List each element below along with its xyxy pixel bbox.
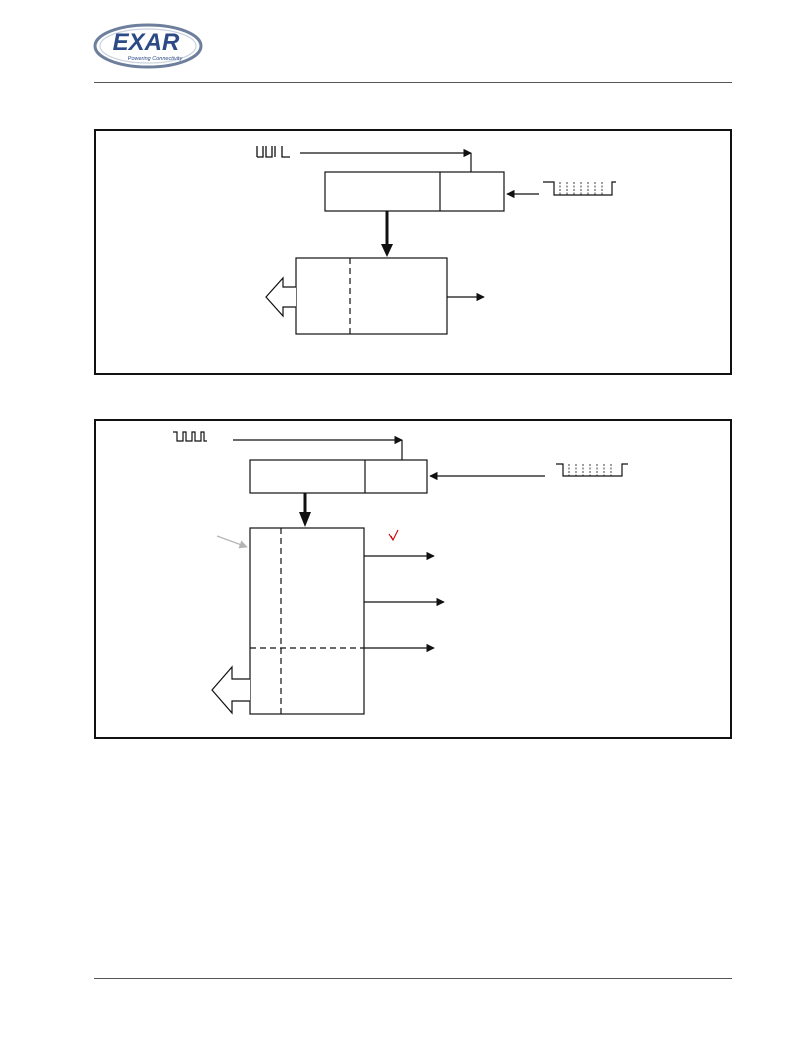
parallel-transfer-arrow [299, 512, 311, 527]
data-bus-out-arrow-icon [211, 665, 250, 715]
shift-register-block [324, 171, 505, 212]
parallel-transfer-arrow [381, 244, 393, 257]
block-diagram-2 [94, 419, 732, 739]
serial-data-bits [568, 464, 612, 476]
figure-1-frame [94, 129, 732, 375]
serial-data-bits [559, 182, 603, 195]
header-rule [94, 82, 732, 83]
logo-ring [93, 23, 203, 69]
logo-tagline: Powering Connectivity [128, 56, 184, 62]
clock-waveform-icon [173, 431, 207, 442]
pointer-annotation-arrow [216, 535, 248, 549]
footer-rule [94, 978, 732, 979]
holding-register-block [295, 257, 448, 335]
logo-inner-ring [99, 28, 197, 64]
logo-wordmark: EXAR [113, 29, 180, 56]
serial-data-waveform-icon [556, 463, 628, 477]
clock-waveform-icon [256, 146, 290, 158]
red-check-annotation-icon [388, 529, 399, 542]
fifo-block [249, 527, 365, 715]
data-bus-out-arrow-icon [265, 276, 296, 318]
serial-data-waveform-icon [543, 181, 616, 196]
figure-2-frame [94, 419, 732, 739]
exar-logo: EXAR Powering Connectivity [93, 23, 203, 69]
block-diagram-1 [94, 129, 732, 375]
shift-register-block [249, 459, 428, 494]
